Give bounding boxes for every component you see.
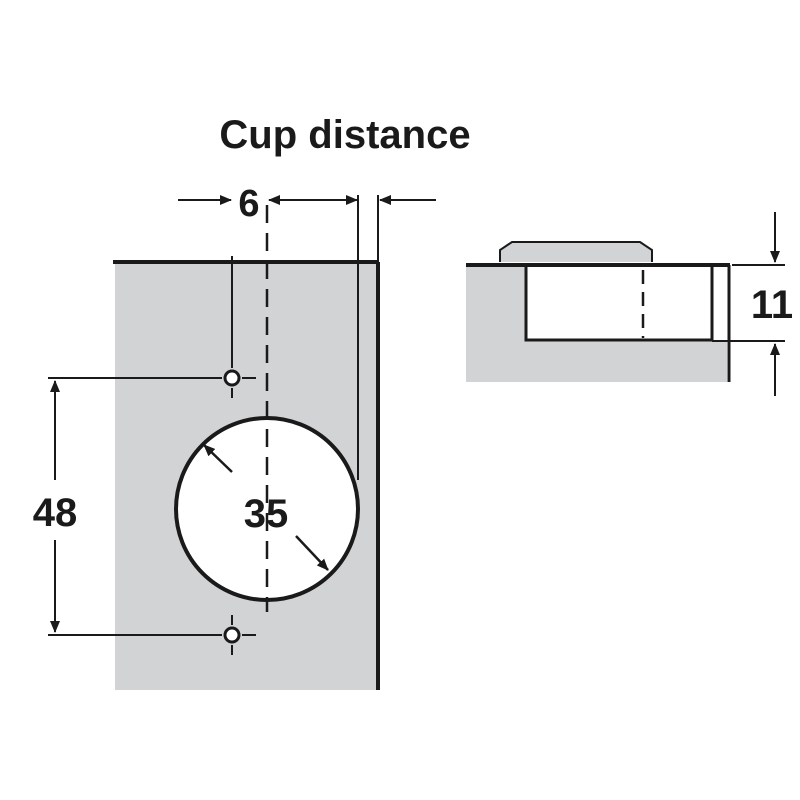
- depth-label: 11: [751, 283, 793, 327]
- diameter-arrow-upper: [203, 444, 233, 473]
- hinge-cup-flange: [499, 241, 653, 262]
- front-view: 6 35 48: [33, 183, 436, 690]
- title: Cup distance: [219, 113, 470, 157]
- side-panel-section: [466, 265, 727, 382]
- diameter-label: 35: [244, 492, 289, 536]
- cup-distance-label: 6: [238, 183, 259, 225]
- diameter-arrow-lower: [295, 535, 329, 571]
- hole-spacing-label: 48: [33, 491, 78, 535]
- cup-pocket-outline: [524, 265, 714, 342]
- screw-hole-bottom: [223, 626, 241, 644]
- screw-hole-top: [223, 369, 241, 387]
- side-view: 11: [466, 212, 793, 396]
